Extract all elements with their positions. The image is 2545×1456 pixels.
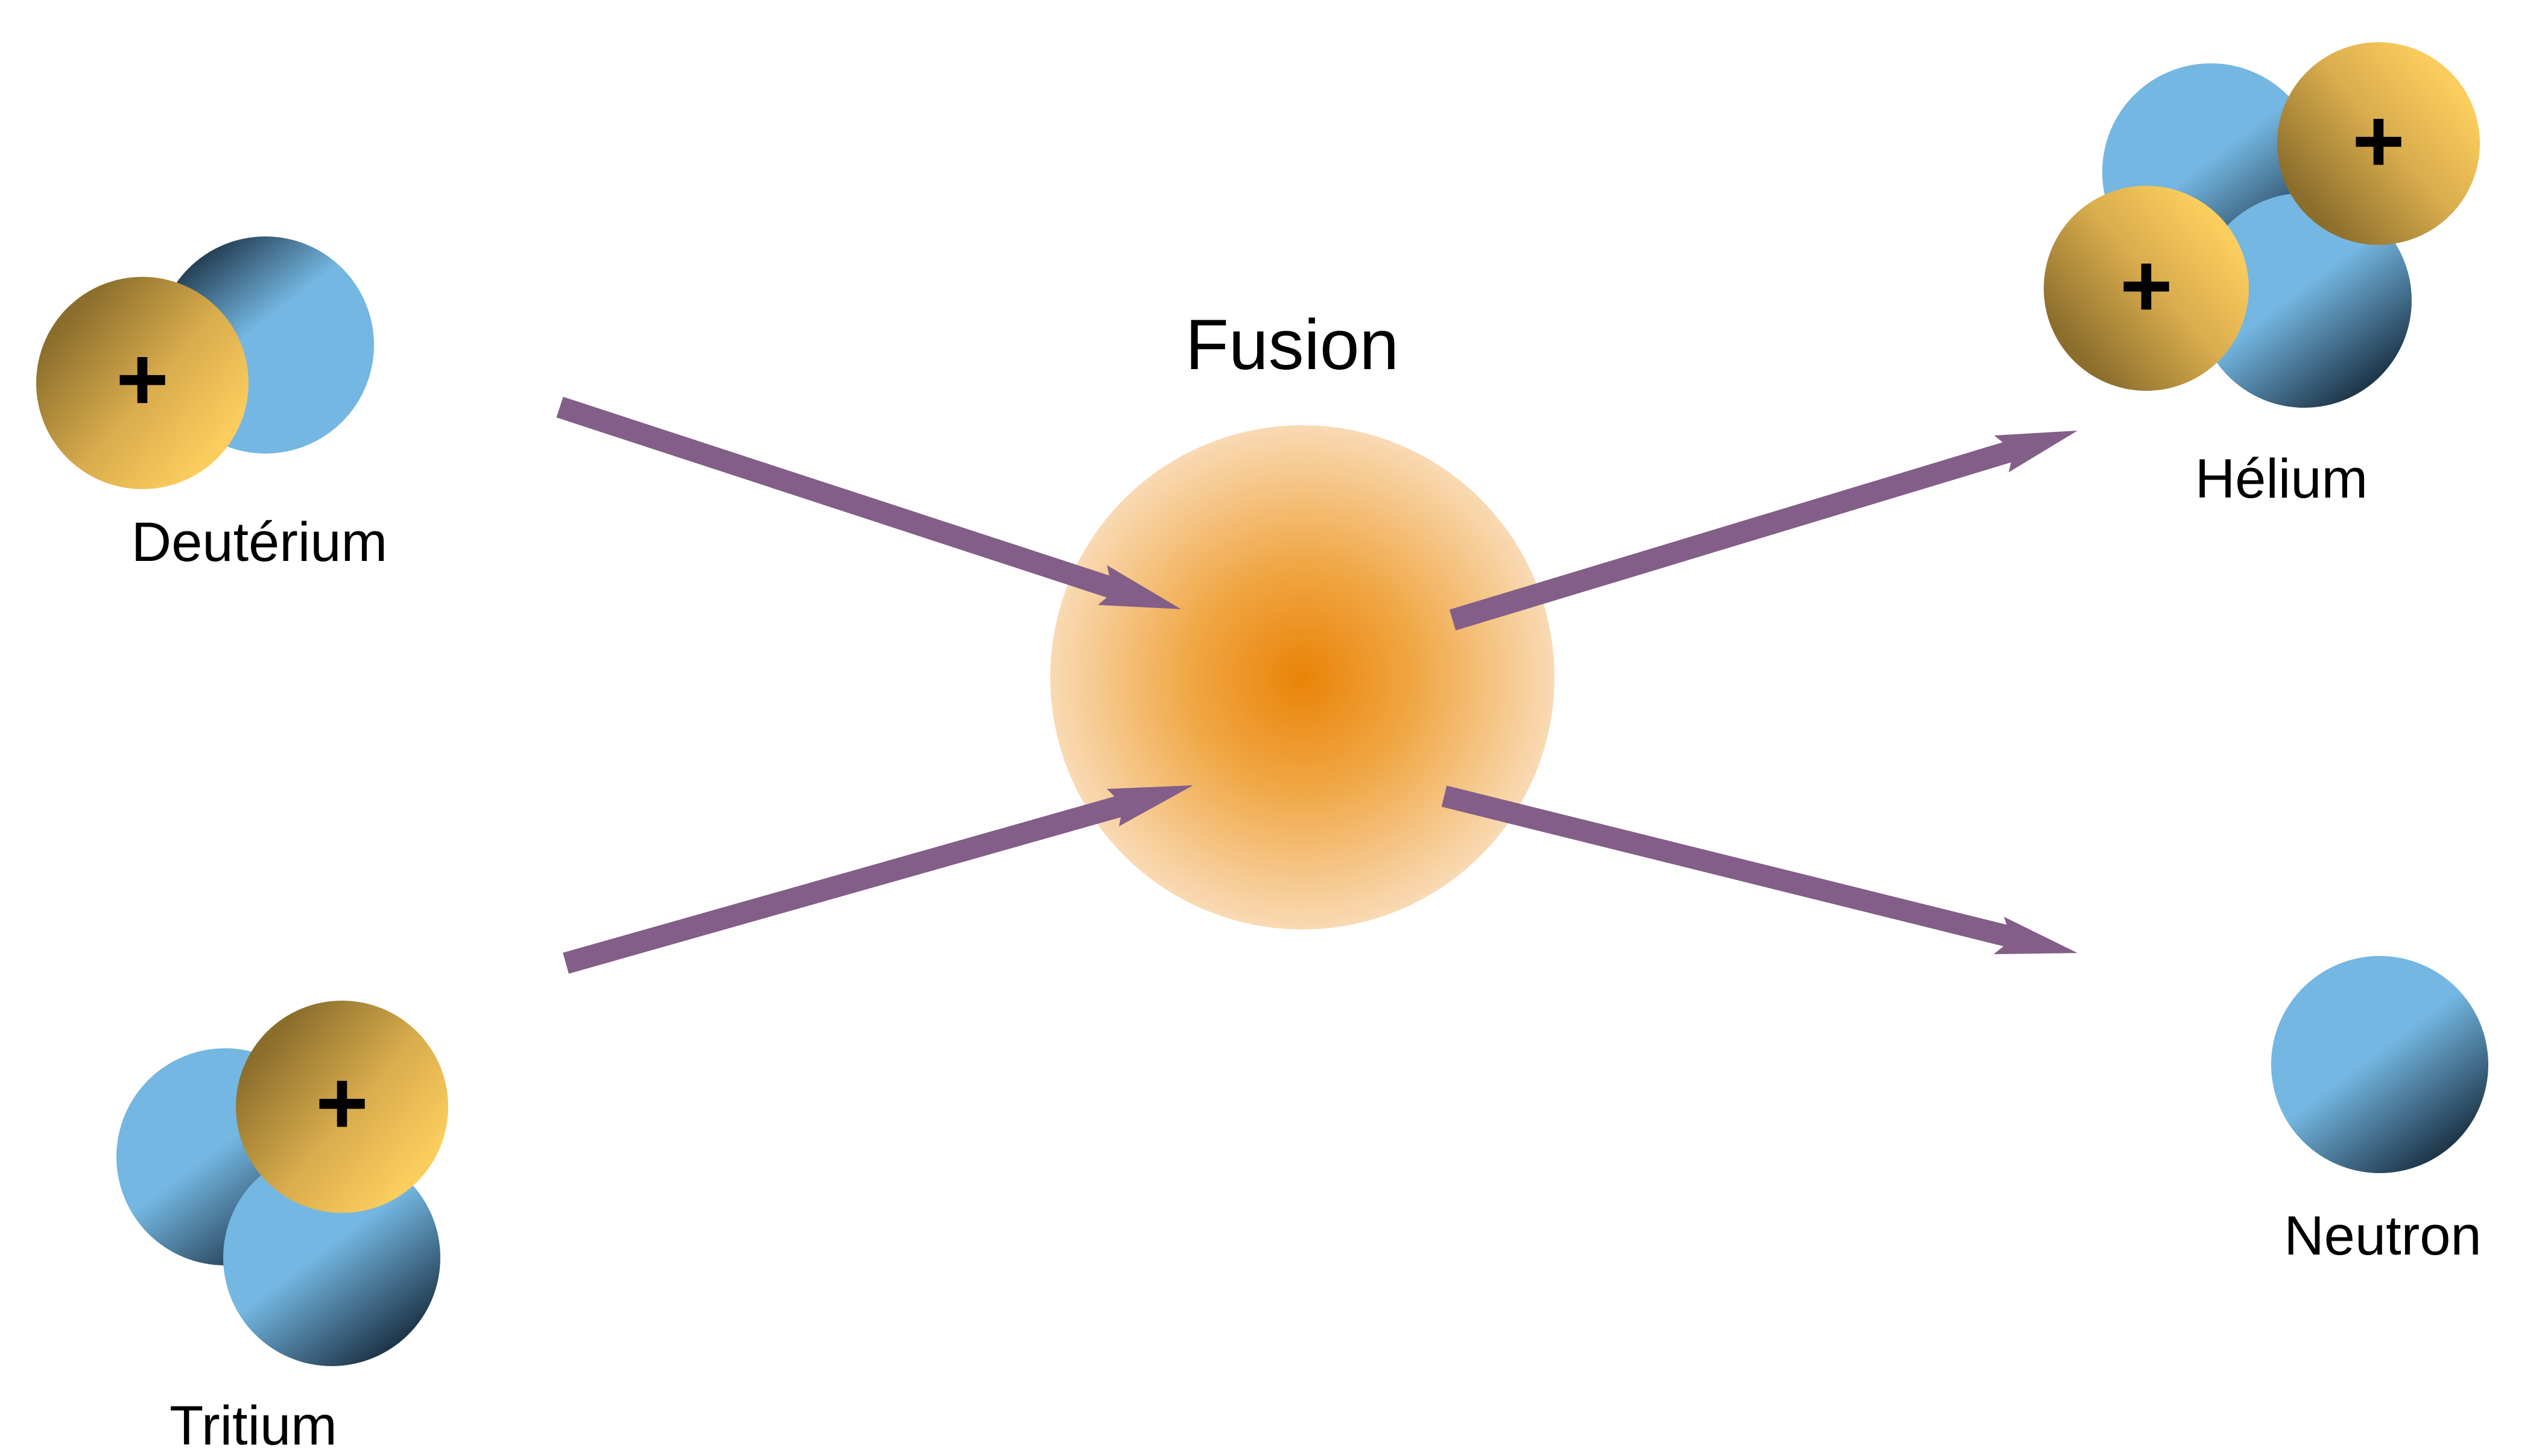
deuterium-proton (36, 277, 249, 489)
helium-proton-1 (2277, 42, 2480, 245)
fusion-core (1050, 425, 1555, 929)
plus-icon: + (116, 328, 169, 429)
helium-neutron-2 (2197, 193, 2412, 408)
plus-icon: + (315, 1052, 369, 1153)
helium-label: Hélium (2195, 448, 2368, 510)
tritium-proton (236, 1001, 448, 1213)
plus-icon: + (2352, 90, 2405, 191)
plus-icon: + (2120, 235, 2173, 336)
helium-nucleus: + + (2044, 42, 2480, 408)
arrow-fusion-to-neutron (1441, 785, 2078, 954)
deuterium-nucleus: + (36, 236, 374, 489)
neutron-label: Neutron (2284, 1205, 2481, 1267)
tritium-nucleus: + (116, 1001, 448, 1366)
diagram-title: Fusion (1185, 305, 1399, 385)
free-neutron (2271, 956, 2488, 1173)
tritium-label: Tritium (170, 1395, 337, 1456)
arrow-deuterium-to-fusion (556, 396, 1181, 609)
arrow-fusion-to-helium (1449, 431, 2078, 631)
arrow-tritium-to-fusion (563, 785, 1193, 974)
helium-proton-2 (2044, 186, 2249, 391)
deuterium-label: Deutérium (132, 511, 387, 573)
